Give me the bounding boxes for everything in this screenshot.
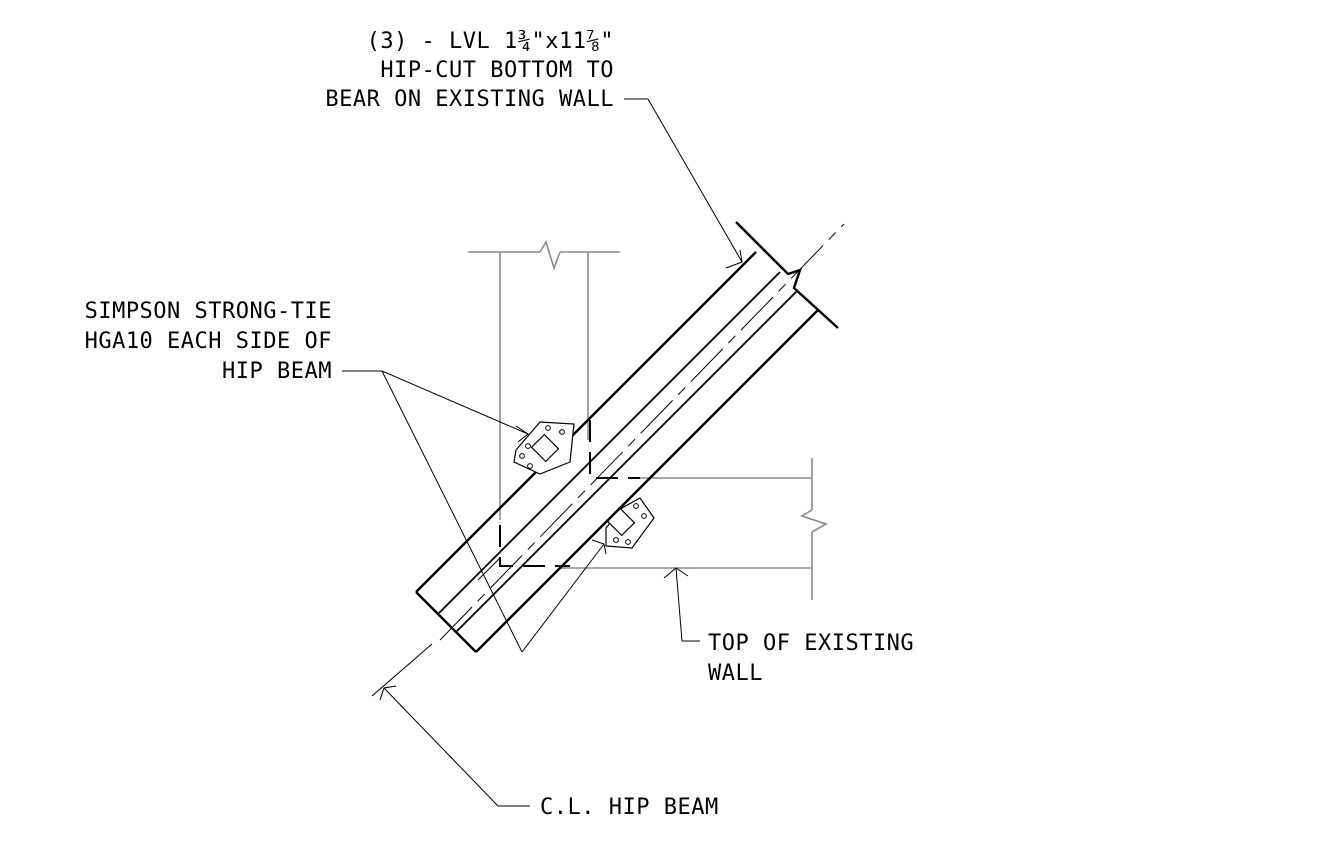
hanger-line-2: HGA10 EACH SIDE OF xyxy=(85,329,332,354)
wall-leader xyxy=(663,567,700,642)
centerline-leader xyxy=(371,643,530,807)
hanger-leader xyxy=(342,370,607,653)
existing-wall-right xyxy=(560,458,828,600)
beam-ply-edge-3 xyxy=(455,289,799,633)
existing-wall-upper xyxy=(468,240,620,520)
beam-ply-edge-4 xyxy=(475,309,819,653)
wall-line-1: TOP OF EXISTING xyxy=(708,631,914,656)
beam-bottom-end xyxy=(415,591,477,653)
beam-top-break xyxy=(735,221,839,329)
beam-spec-leader xyxy=(624,98,743,269)
beam-ply-edge-1 xyxy=(415,251,757,593)
beam-ply-edge-2 xyxy=(437,271,781,615)
beam-centerline xyxy=(439,223,845,641)
hga10-hanger-upper xyxy=(513,421,575,475)
beam-spec-line-1: (3) - LVL 1¾"x11⅞" xyxy=(367,29,614,54)
hanger-label: SIMPSON STRONG-TIE HGA10 EACH SIDE OF HI… xyxy=(85,299,332,384)
centerline-line-1: C.L. HIP BEAM xyxy=(540,795,719,820)
beam-spec-label: (3) - LVL 1¾"x11⅞" HIP-CUT BOTTOM TO BEA… xyxy=(325,29,614,112)
wall-label: TOP OF EXISTING WALL xyxy=(708,631,914,686)
beam-spec-line-3: BEAR ON EXISTING WALL xyxy=(325,87,614,112)
hga10-hanger-lower xyxy=(605,497,655,549)
hanger-line-3: HIP BEAM xyxy=(222,359,332,384)
beam-spec-line-2: HIP-CUT BOTTOM TO xyxy=(380,58,614,83)
hip-beam xyxy=(415,221,845,653)
wall-line-2: WALL xyxy=(708,661,763,686)
centerline-label: C.L. HIP BEAM xyxy=(540,795,719,820)
hidden-wall-corner xyxy=(499,420,640,567)
hanger-line-1: SIMPSON STRONG-TIE xyxy=(85,299,332,324)
